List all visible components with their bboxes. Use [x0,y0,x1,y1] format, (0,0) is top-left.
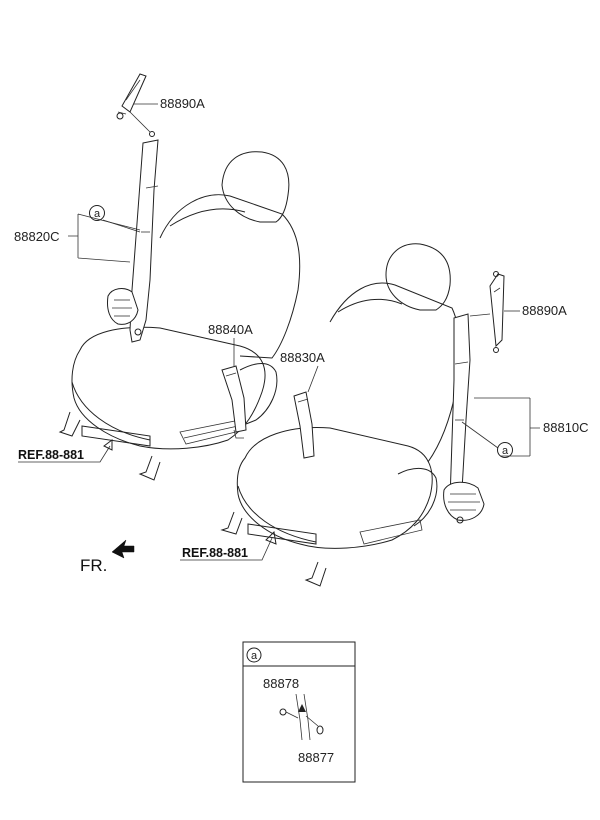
part-label-88840a: 88840A [208,322,253,337]
part-label-88890a-right: 88890A [522,303,567,318]
callout-a-right: a [497,442,513,458]
part-label-88878: 88878 [263,676,299,691]
callout-a-left: a [89,205,105,221]
right-height-adjuster-88890a [469,271,505,353]
detail-box [242,641,356,783]
left-seat [58,151,301,481]
left-height-adjuster-88890a [116,73,155,137]
ref-label-left: REF.88-881 [18,448,84,462]
callout-a-right-text: a [502,445,509,457]
callout-a-left-text: a [94,208,101,220]
part-label-88830a: 88830A [280,350,325,365]
front-direction-label: FR. [80,556,107,575]
part-label-88890a-left: 88890A [160,96,205,111]
right-seat [220,243,461,587]
callout-a-detail-text: a [251,650,258,662]
part-label-88877: 88877 [298,750,334,765]
front-direction-arrow [111,539,135,559]
left-seat-belt-88820c [107,139,159,343]
leader-lines [18,103,540,561]
part-label-88820c: 88820C [14,229,60,244]
part-label-88810c: 88810C [543,420,589,435]
callout-a-detail: a [246,647,262,663]
right-seat-belt-88810c [443,313,485,524]
ref-label-right: REF.88-881 [182,546,248,560]
